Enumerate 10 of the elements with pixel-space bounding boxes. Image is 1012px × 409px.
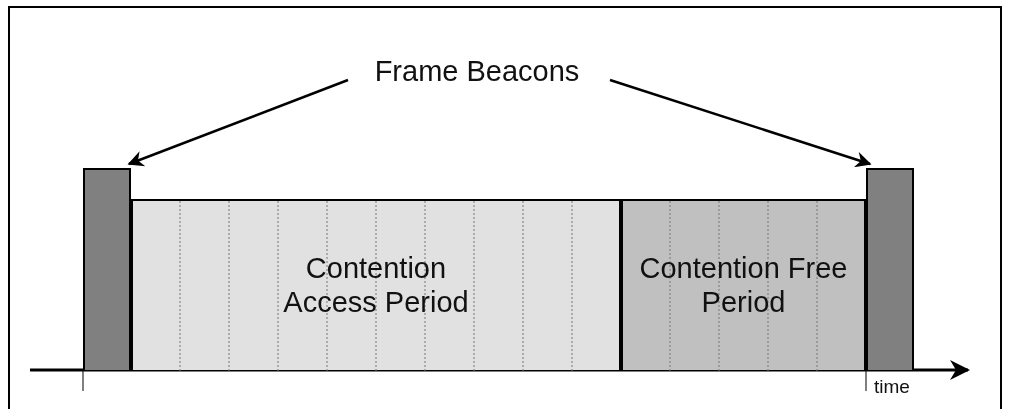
period-label: Contention Free Period bbox=[638, 252, 849, 319]
period-block bbox=[621, 199, 866, 370]
arrow bbox=[127, 78, 349, 167]
period-block bbox=[131, 199, 621, 370]
beacon-bar bbox=[866, 168, 914, 370]
period-label: Contention Access Period bbox=[282, 252, 470, 319]
arrow bbox=[609, 78, 872, 168]
callout-label: Frame Beacons bbox=[373, 55, 581, 89]
axis-label: time bbox=[874, 376, 910, 398]
beacon-bar bbox=[83, 168, 131, 370]
